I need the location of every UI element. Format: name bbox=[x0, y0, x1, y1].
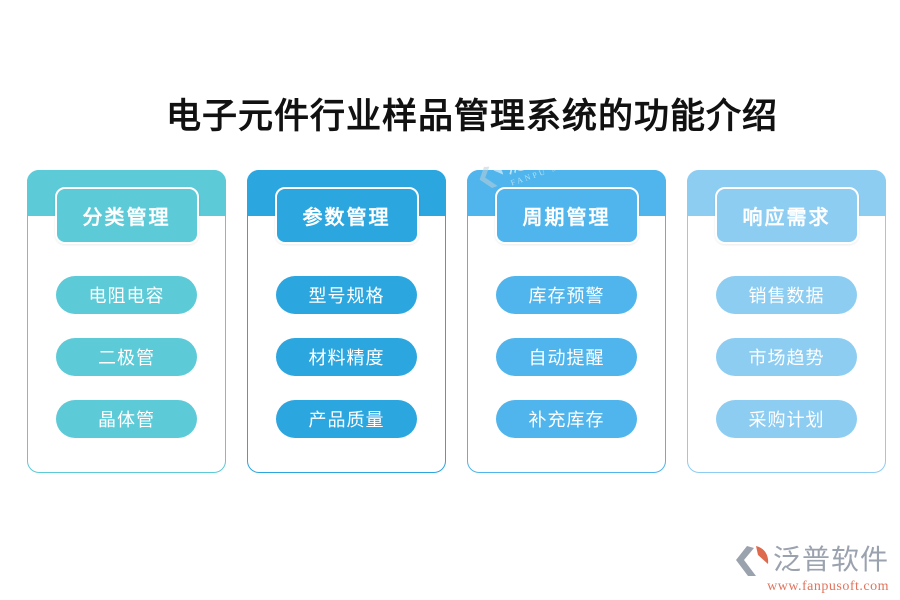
card-header-label: 响应需求 bbox=[742, 207, 831, 229]
feature-pill: 补充库存 bbox=[496, 400, 637, 438]
page-title: 电子元件行业样品管理系统的功能介绍 bbox=[165, 97, 778, 136]
footer-brand-name: 泛普软件 bbox=[772, 545, 889, 577]
feature-pill: 采购计划 bbox=[716, 400, 857, 438]
card-header-label: 分类管理 bbox=[82, 207, 171, 229]
card-classification-management: 分类管理 电阻电容 二极管 晶体管 bbox=[27, 170, 226, 473]
card-demand-response: 响应需求 销售数据 市场趋势 采购计划 bbox=[687, 170, 886, 473]
card-header: 参数管理 bbox=[274, 187, 419, 244]
feature-pill: 电阻电容 bbox=[56, 276, 197, 314]
feature-pill: 二极管 bbox=[56, 338, 197, 376]
feature-list: 电阻电容 二极管 晶体管 bbox=[28, 276, 225, 438]
card-header: 分类管理 bbox=[54, 187, 199, 244]
card-cycle-management: 泛普软件 FANPU SOFT 周期管理 库存预警 自动提醒 补充库存 bbox=[467, 126, 666, 473]
footer-brand-block: 泛普软件 www.fanpusoft.com bbox=[734, 543, 889, 596]
feature-columns: 分类管理 电阻电容 二极管 晶体管 参数管理 型号规格 材料精度 产品质量 bbox=[27, 126, 886, 473]
card-header: 周期管理 bbox=[494, 187, 639, 244]
card-header-label: 参数管理 bbox=[302, 207, 391, 229]
fanpu-logo-icon bbox=[735, 546, 769, 577]
feature-pill: 自动提醒 bbox=[496, 338, 637, 376]
feature-pill: 市场趋势 bbox=[716, 338, 857, 376]
feature-list: 库存预警 自动提醒 补充库存 bbox=[468, 276, 665, 438]
card-parameter-management: 参数管理 型号规格 材料精度 产品质量 bbox=[247, 170, 446, 473]
feature-list: 销售数据 市场趋势 采购计划 bbox=[688, 276, 885, 438]
card-header: 响应需求 bbox=[714, 187, 859, 244]
feature-pill: 库存预警 bbox=[496, 276, 637, 314]
feature-pill: 材料精度 bbox=[276, 338, 417, 376]
feature-pill: 型号规格 bbox=[276, 276, 417, 314]
feature-pill: 销售数据 bbox=[716, 276, 857, 314]
footer-brand-row: 泛普软件 bbox=[734, 543, 889, 579]
feature-pill: 产品质量 bbox=[276, 400, 417, 438]
card-header-label: 周期管理 bbox=[522, 207, 611, 229]
footer-website-url: www.fanpusoft.com bbox=[767, 579, 889, 595]
feature-list: 型号规格 材料精度 产品质量 bbox=[248, 276, 445, 438]
feature-pill: 晶体管 bbox=[56, 400, 197, 438]
